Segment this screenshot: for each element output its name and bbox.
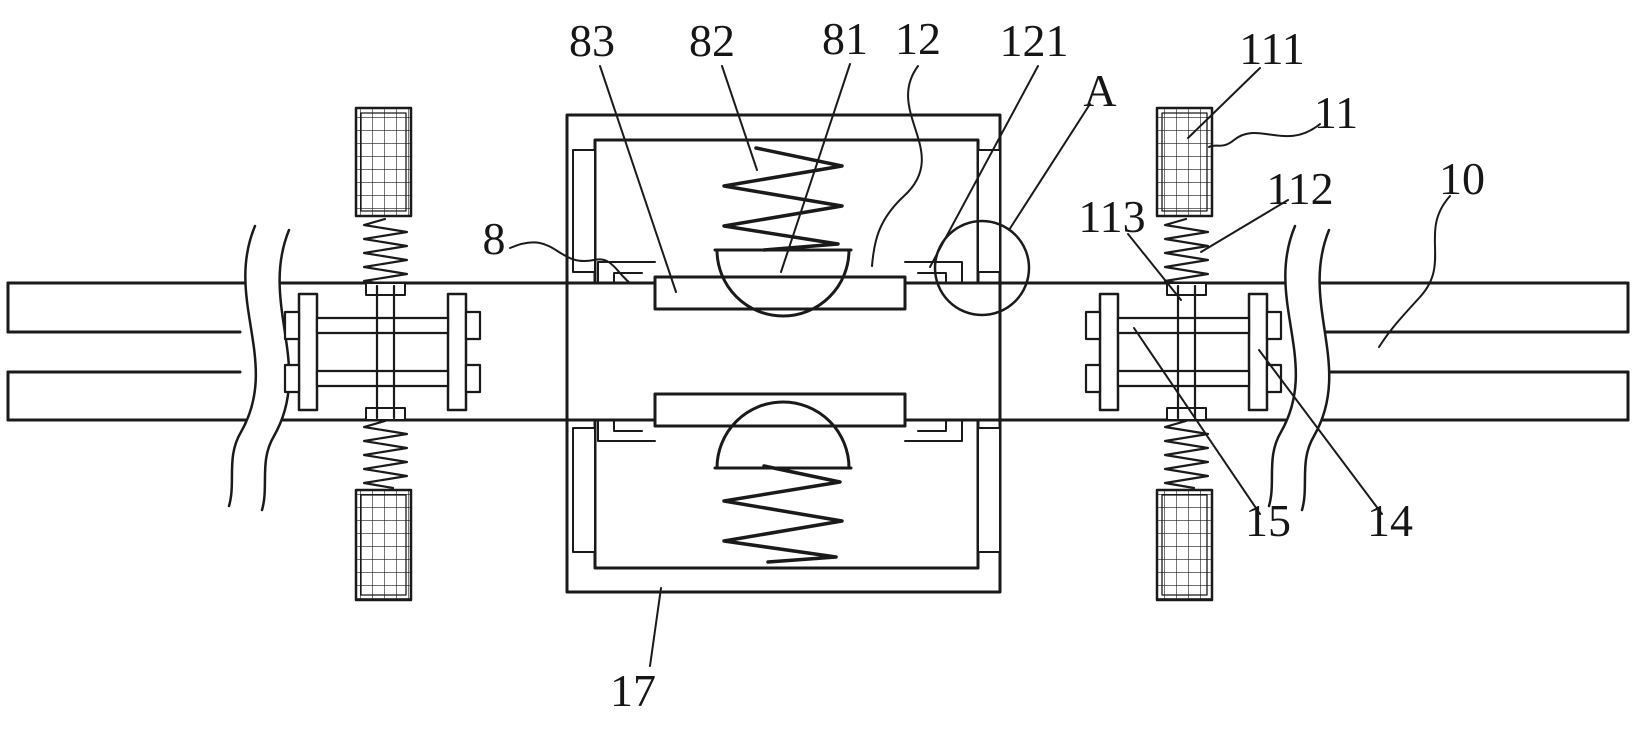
lower-right-latch-step [904, 419, 963, 442]
leader-8 [509, 241, 631, 284]
right-top-bolt [1116, 316, 1251, 335]
lower-press-plate [653, 392, 907, 428]
leader-12 [871, 65, 923, 267]
right-break-curve-1 [1267, 224, 1297, 508]
ref-label-121: 121 [1000, 15, 1069, 66]
ref-label-82: 82 [689, 15, 735, 66]
lower-right-side-rail [977, 427, 1001, 553]
left-bolt-head-br [464, 363, 482, 394]
upper-right-latch-step [904, 261, 963, 284]
leader-a [1008, 103, 1091, 231]
leader-17 [649, 587, 662, 667]
upper-spring [722, 146, 844, 252]
ref-label-81: 81 [822, 13, 868, 64]
upper-left-latch-step [597, 261, 656, 284]
right-bolt-head-bl [1084, 363, 1102, 394]
ref-label-113: 113 [1078, 191, 1145, 242]
left-clamp-plate-right [446, 292, 468, 412]
right-rod-top-collar [1166, 282, 1207, 296]
left-break-curve-2 [260, 228, 291, 512]
left-bottom-knob-inset [360, 494, 407, 596]
reference-numerals: 83 82 81 12 121 A 111 11 113 112 10 8 15… [483, 13, 1486, 716]
ref-label-15: 15 [1245, 495, 1291, 546]
right-bottom-knob-inset [1161, 494, 1208, 596]
left-bolt-head-tr [464, 310, 482, 341]
left-bottom-bolt [315, 369, 450, 388]
left-rod-bottom-collar [365, 407, 406, 421]
lower-left-side-rail [572, 427, 596, 553]
leader-113 [1127, 233, 1182, 301]
lower-chamber-box [593, 418, 980, 570]
right-top-knurled-knob [1155, 106, 1214, 218]
leader-11 [1208, 123, 1321, 148]
right-bottom-knurled-knob [1155, 488, 1214, 602]
right-top-knob-inset [1161, 112, 1208, 212]
left-rod-top-collar [365, 282, 406, 296]
leader-lines [509, 63, 1451, 667]
left-bottom-coil-spring [362, 419, 409, 490]
right-bottom-coil-spring [1163, 419, 1210, 490]
rail-end-caps [6, 281, 1630, 422]
leader-14 [1258, 349, 1383, 515]
ref-label-112: 112 [1266, 163, 1333, 214]
center-housing [565, 113, 1002, 594]
leader-83 [599, 65, 677, 293]
right-rod-bottom-collar [1166, 407, 1207, 421]
right-bolt-head-tr [1265, 310, 1283, 341]
ref-label-11: 11 [1314, 87, 1358, 138]
leader-15 [1133, 327, 1261, 515]
upper-dome-follower [713, 248, 853, 318]
right-bolt-head-tl [1084, 310, 1102, 341]
left-top-bolt [315, 316, 450, 335]
housing-outer-box [565, 113, 1002, 594]
lower-spring [722, 464, 844, 564]
ref-label-17: 17 [610, 665, 656, 716]
lower-dome-follower [713, 400, 853, 470]
lower-left-latch-step [597, 419, 656, 442]
ref-label-8: 8 [483, 213, 506, 264]
left-clamp-plate-left [297, 292, 319, 412]
right-clamp-plate-right [1247, 292, 1269, 412]
left-break-curve-1 [227, 224, 257, 508]
upper-left-side-rail [572, 149, 596, 273]
right-break-curve-2 [1300, 228, 1331, 512]
right-bottom-bolt [1116, 369, 1251, 388]
ref-label-111: 111 [1239, 23, 1305, 74]
left-bottom-knurled-knob [354, 488, 413, 602]
leader-10 [1378, 195, 1451, 348]
right-center-rod [1176, 284, 1197, 420]
ref-label-14: 14 [1367, 495, 1413, 546]
ref-label-12: 12 [895, 13, 941, 64]
upper-right-side-rail [977, 149, 1001, 273]
leader-121 [929, 65, 1039, 268]
right-break-mark [1267, 224, 1331, 512]
right-clamp-plate-left [1098, 292, 1120, 412]
leader-81 [780, 63, 851, 273]
ref-label-a: A [1083, 65, 1116, 116]
right-fastener-assembly [1084, 106, 1283, 602]
left-top-coil-spring [362, 217, 409, 288]
left-top-knob-inset [360, 112, 407, 212]
left-bolt-head-tl [283, 310, 301, 341]
left-fork-inner-edges [6, 330, 242, 374]
left-fastener-assembly [283, 106, 482, 602]
leader-82 [721, 65, 758, 171]
ref-label-83: 83 [569, 15, 615, 66]
right-fork-inner-edges [1308, 330, 1630, 374]
upper-press-plate [653, 275, 907, 311]
left-bolt-head-bl [283, 363, 301, 394]
leader-111 [1187, 67, 1261, 139]
left-center-rod [375, 284, 396, 420]
ref-label-10: 10 [1439, 153, 1485, 204]
detail-circle-a [933, 219, 1031, 317]
leader-112 [1200, 199, 1289, 253]
left-break-mark [227, 224, 291, 512]
right-top-coil-spring [1163, 217, 1210, 288]
left-top-knurled-knob [354, 106, 413, 218]
